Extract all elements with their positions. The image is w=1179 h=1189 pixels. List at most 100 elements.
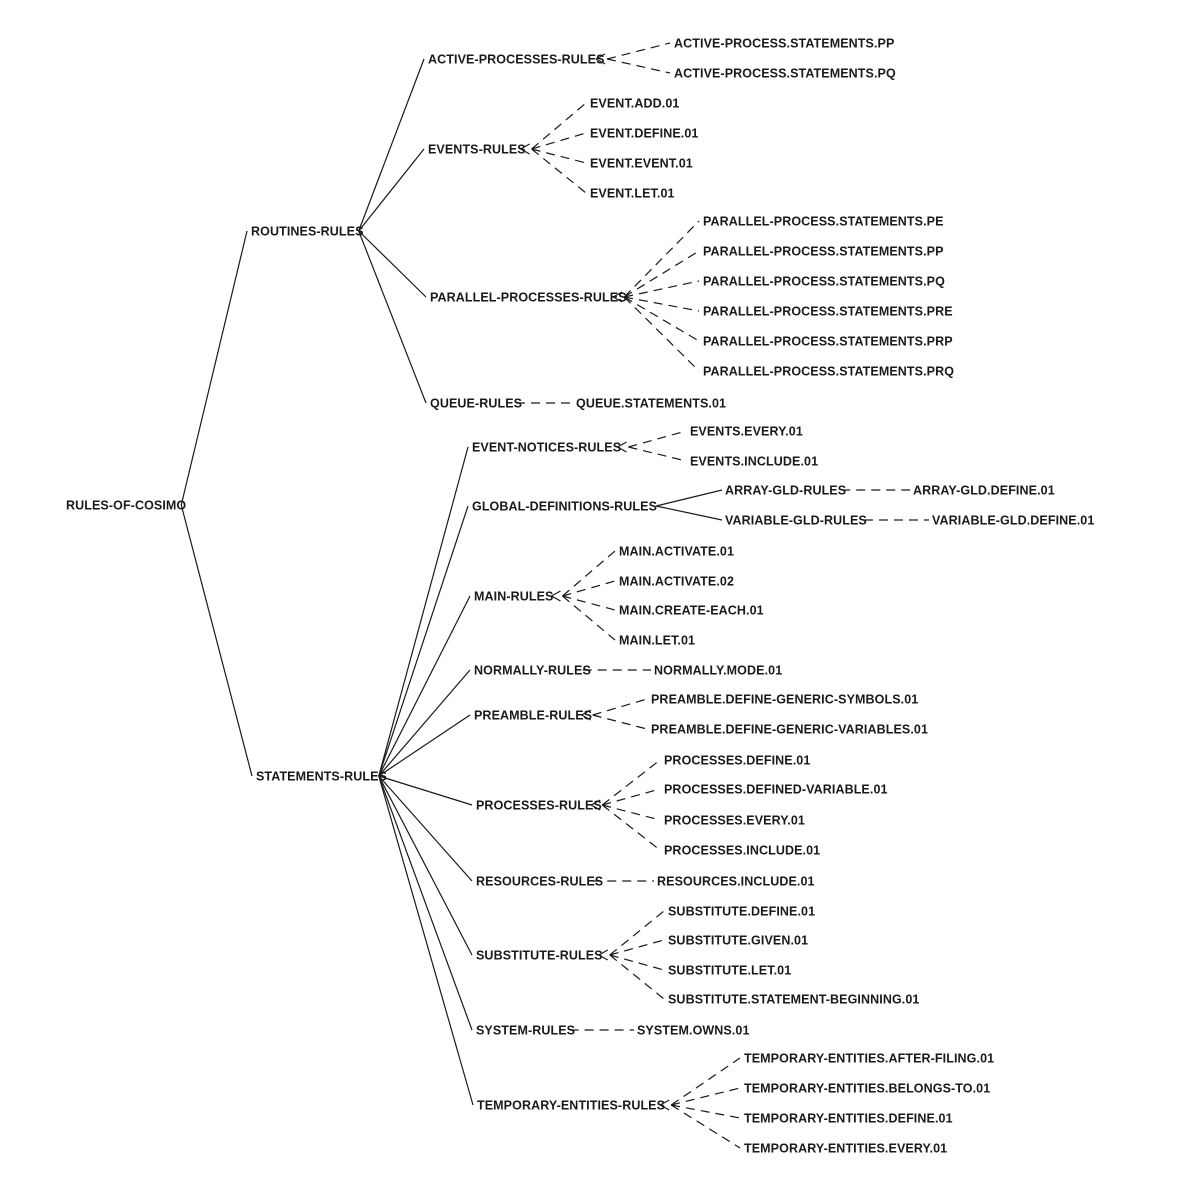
rule-node-preamble-rules: PREAMBLE-RULES	[474, 709, 592, 723]
edge-to-global-definitions-rules	[378, 505, 469, 777]
dashed-edge-event-notices-rules-1	[628, 446, 687, 462]
dashed-edge-substitute-rules-2	[609, 954, 665, 971]
dashed-edge-event-notices-rules-0	[628, 430, 687, 448]
edge-root-to-statements-rules	[180, 504, 253, 777]
rule-node-events-rules: EVENTS-RULES	[428, 143, 526, 157]
edge-to-queue-rules	[358, 230, 427, 404]
dashed-edge-parallel-processes-rules-2	[624, 280, 700, 298]
fan-chevron-main-rules	[550, 590, 561, 602]
fan-chevron-parallel-processes-rules	[611, 291, 623, 303]
edge-to-parallel-processes-rules	[358, 230, 427, 298]
leaf-rule-label: MAIN.LET.01	[619, 634, 695, 648]
edge-to-variable-gld-rules	[656, 505, 723, 521]
rule-node-processes-rules: PROCESSES-RULES	[476, 799, 602, 813]
edge-to-resources-rules	[378, 775, 473, 882]
leaf-rule-label: TEMPORARY-ENTITIES.DEFINE.01	[744, 1112, 953, 1126]
leaf-rule-label: RESOURCES.INCLUDE.01	[657, 875, 815, 889]
dashed-edge-substitute-rules-1	[609, 939, 665, 956]
dashed-edge-temporary-entities-rules-1	[671, 1087, 741, 1106]
fan-chevron-preamble-rules	[580, 709, 591, 721]
dashed-edge-main-rules-1	[562, 580, 616, 597]
leaf-rule-label: SYSTEM.OWNS.01	[637, 1024, 750, 1038]
leaf-rule-label: SUBSTITUTE.LET.01	[668, 964, 791, 978]
leaf-rule-label: PREAMBLE.DEFINE-GENERIC-SYMBOLS.01	[651, 693, 918, 707]
leaf-rule-label: MAIN.ACTIVATE.02	[619, 575, 734, 589]
rule-node-resources-rules: RESOURCES-RULES	[476, 875, 603, 889]
leaf-rule-label: EVENT.EVENT.01	[590, 157, 693, 171]
leaf-rule-label: ARRAY-GLD.DEFINE.01	[913, 484, 1055, 498]
leaf-rule-label: SUBSTITUTE.GIVEN.01	[668, 934, 808, 948]
edge-to-system-rules	[378, 775, 473, 1031]
leaf-rule-label: EVENTS.INCLUDE.01	[690, 455, 818, 469]
edge-to-array-gld-rules	[656, 489, 723, 507]
leaf-rule-label: PARALLEL-PROCESS.STATEMENTS.PRE	[703, 305, 953, 319]
leaf-rule-label: PROCESSES.INCLUDE.01	[664, 844, 820, 858]
dashed-edge-temporary-entities-rules-0	[670, 1057, 741, 1106]
dashed-edge-preamble-rules-0	[592, 698, 648, 716]
rule-node-system-rules: SYSTEM-RULES	[476, 1024, 575, 1038]
leaf-rule-label: VARIABLE-GLD.DEFINE.01	[932, 514, 1094, 528]
edge-to-preamble-rules	[378, 714, 471, 777]
rule-node-global-definitions-rules: GLOBAL-DEFINITIONS-RULES	[472, 500, 657, 514]
dashed-edge-parallel-processes-rules-1	[623, 250, 700, 298]
branch-node-statements-rules: STATEMENTS-RULES	[256, 770, 387, 784]
leaf-rule-label: SUBSTITUTE.DEFINE.01	[668, 905, 815, 919]
fan-chevron-substitute-rules	[597, 949, 609, 961]
leaf-rule-label: TEMPORARY-ENTITIES.AFTER-FILING.01	[744, 1052, 994, 1066]
leaf-rule-label: PARALLEL-PROCESS.STATEMENTS.PQ	[703, 275, 945, 289]
leaf-rule-label: NORMALLY.MODE.01	[654, 664, 782, 678]
root-node-label: RULES-OF-COSIMO	[66, 499, 186, 513]
dashed-edge-parallel-processes-rules-5	[623, 296, 700, 372]
dashed-edge-substitute-rules-3	[609, 954, 665, 1000]
dashed-edge-processes-rules-2	[602, 804, 661, 821]
leaf-rule-label: MAIN.CREATE-EACH.01	[619, 604, 764, 618]
rule-node-active-processes-rules: ACTIVE-PROCESSES-RULES	[428, 53, 605, 67]
dashed-edge-temporary-entities-rules-2	[671, 1104, 741, 1119]
dashed-edge-substitute-rules-0	[609, 910, 665, 956]
dashed-edge-processes-rules-1	[602, 788, 661, 806]
leaf-rule-label: SUBSTITUTE.STATEMENT-BEGINNING.01	[668, 993, 919, 1007]
fan-chevron-temporary-entities-rules	[658, 1099, 670, 1111]
dashed-edge-parallel-processes-rules-0	[623, 220, 700, 298]
leaf-rule-label: TEMPORARY-ENTITIES.EVERY.01	[744, 1142, 947, 1156]
dashed-edge-parallel-processes-rules-3	[624, 296, 700, 312]
label-layer: RULES-OF-COSIMO ROUTINES-RULES ACTIVE-PROC…	[66, 37, 1094, 1156]
leaf-rule-label: EVENT.DEFINE.01	[590, 127, 698, 141]
edge-to-normally-rules	[378, 669, 471, 777]
dashed-edge-events-rules-3	[531, 148, 587, 194]
leaf-rule-label: MAIN.ACTIVATE.01	[619, 545, 734, 559]
rule-node-array-gld-rules: ARRAY-GLD-RULES	[725, 484, 846, 498]
leaf-rule-label: PARALLEL-PROCESS.STATEMENTS.PRP	[703, 335, 953, 349]
edge-to-substitute-rules	[378, 775, 473, 956]
dashed-edge-events-rules-0	[531, 102, 587, 150]
branch-node-routines-rules: ROUTINES-RULES	[251, 225, 364, 239]
leaf-rule-label: PROCESSES.DEFINED-VARIABLE.01	[664, 783, 888, 797]
rule-node-substitute-rules: SUBSTITUTE-RULES	[476, 949, 603, 963]
edge-root-to-routines-rules	[180, 230, 248, 506]
leaf-rule-label: ACTIVE-PROCESS.STATEMENTS.PP	[674, 37, 894, 51]
leaf-rule-label: PROCESSES.DEFINE.01	[664, 754, 810, 768]
leaf-rule-label: EVENT.ADD.01	[590, 97, 679, 111]
dashed-edge-active-processes-rules-1	[606, 58, 671, 74]
dashed-edge-temporary-entities-rules-3	[670, 1104, 741, 1149]
leaf-rule-label: PROCESSES.EVERY.01	[664, 814, 805, 828]
dashed-edge-active-processes-rules-0	[606, 42, 671, 60]
dashed-edge-main-rules-3	[562, 595, 616, 641]
rule-node-event-notices-rules: EVENT-NOTICES-RULES	[472, 441, 621, 455]
leaf-rule-label: QUEUE.STATEMENTS.01	[576, 397, 726, 411]
fan-chevron-event-notices-rules	[616, 441, 627, 453]
edge-to-processes-rules	[378, 775, 473, 806]
rule-node-normally-rules: NORMALLY-RULES	[474, 664, 591, 678]
leaf-rule-label: TEMPORARY-ENTITIES.BELONGS-TO.01	[744, 1082, 990, 1096]
rule-node-main-rules: MAIN-RULES	[474, 590, 553, 604]
leaf-rule-label: PARALLEL-PROCESS.STATEMENTS.PP	[703, 245, 944, 259]
edge-to-active-processes-rules	[358, 58, 425, 232]
leaf-rule-label: EVENT.LET.01	[590, 187, 675, 201]
rule-node-temporary-entities-rules: TEMPORARY-ENTITIES-RULES	[477, 1099, 665, 1113]
edge-to-events-rules	[358, 148, 425, 232]
dashed-edge-events-rules-2	[531, 148, 587, 164]
dashed-edge-events-rules-1	[531, 132, 587, 150]
leaf-rule-label: PARALLEL-PROCESS.STATEMENTS.PE	[703, 215, 944, 229]
